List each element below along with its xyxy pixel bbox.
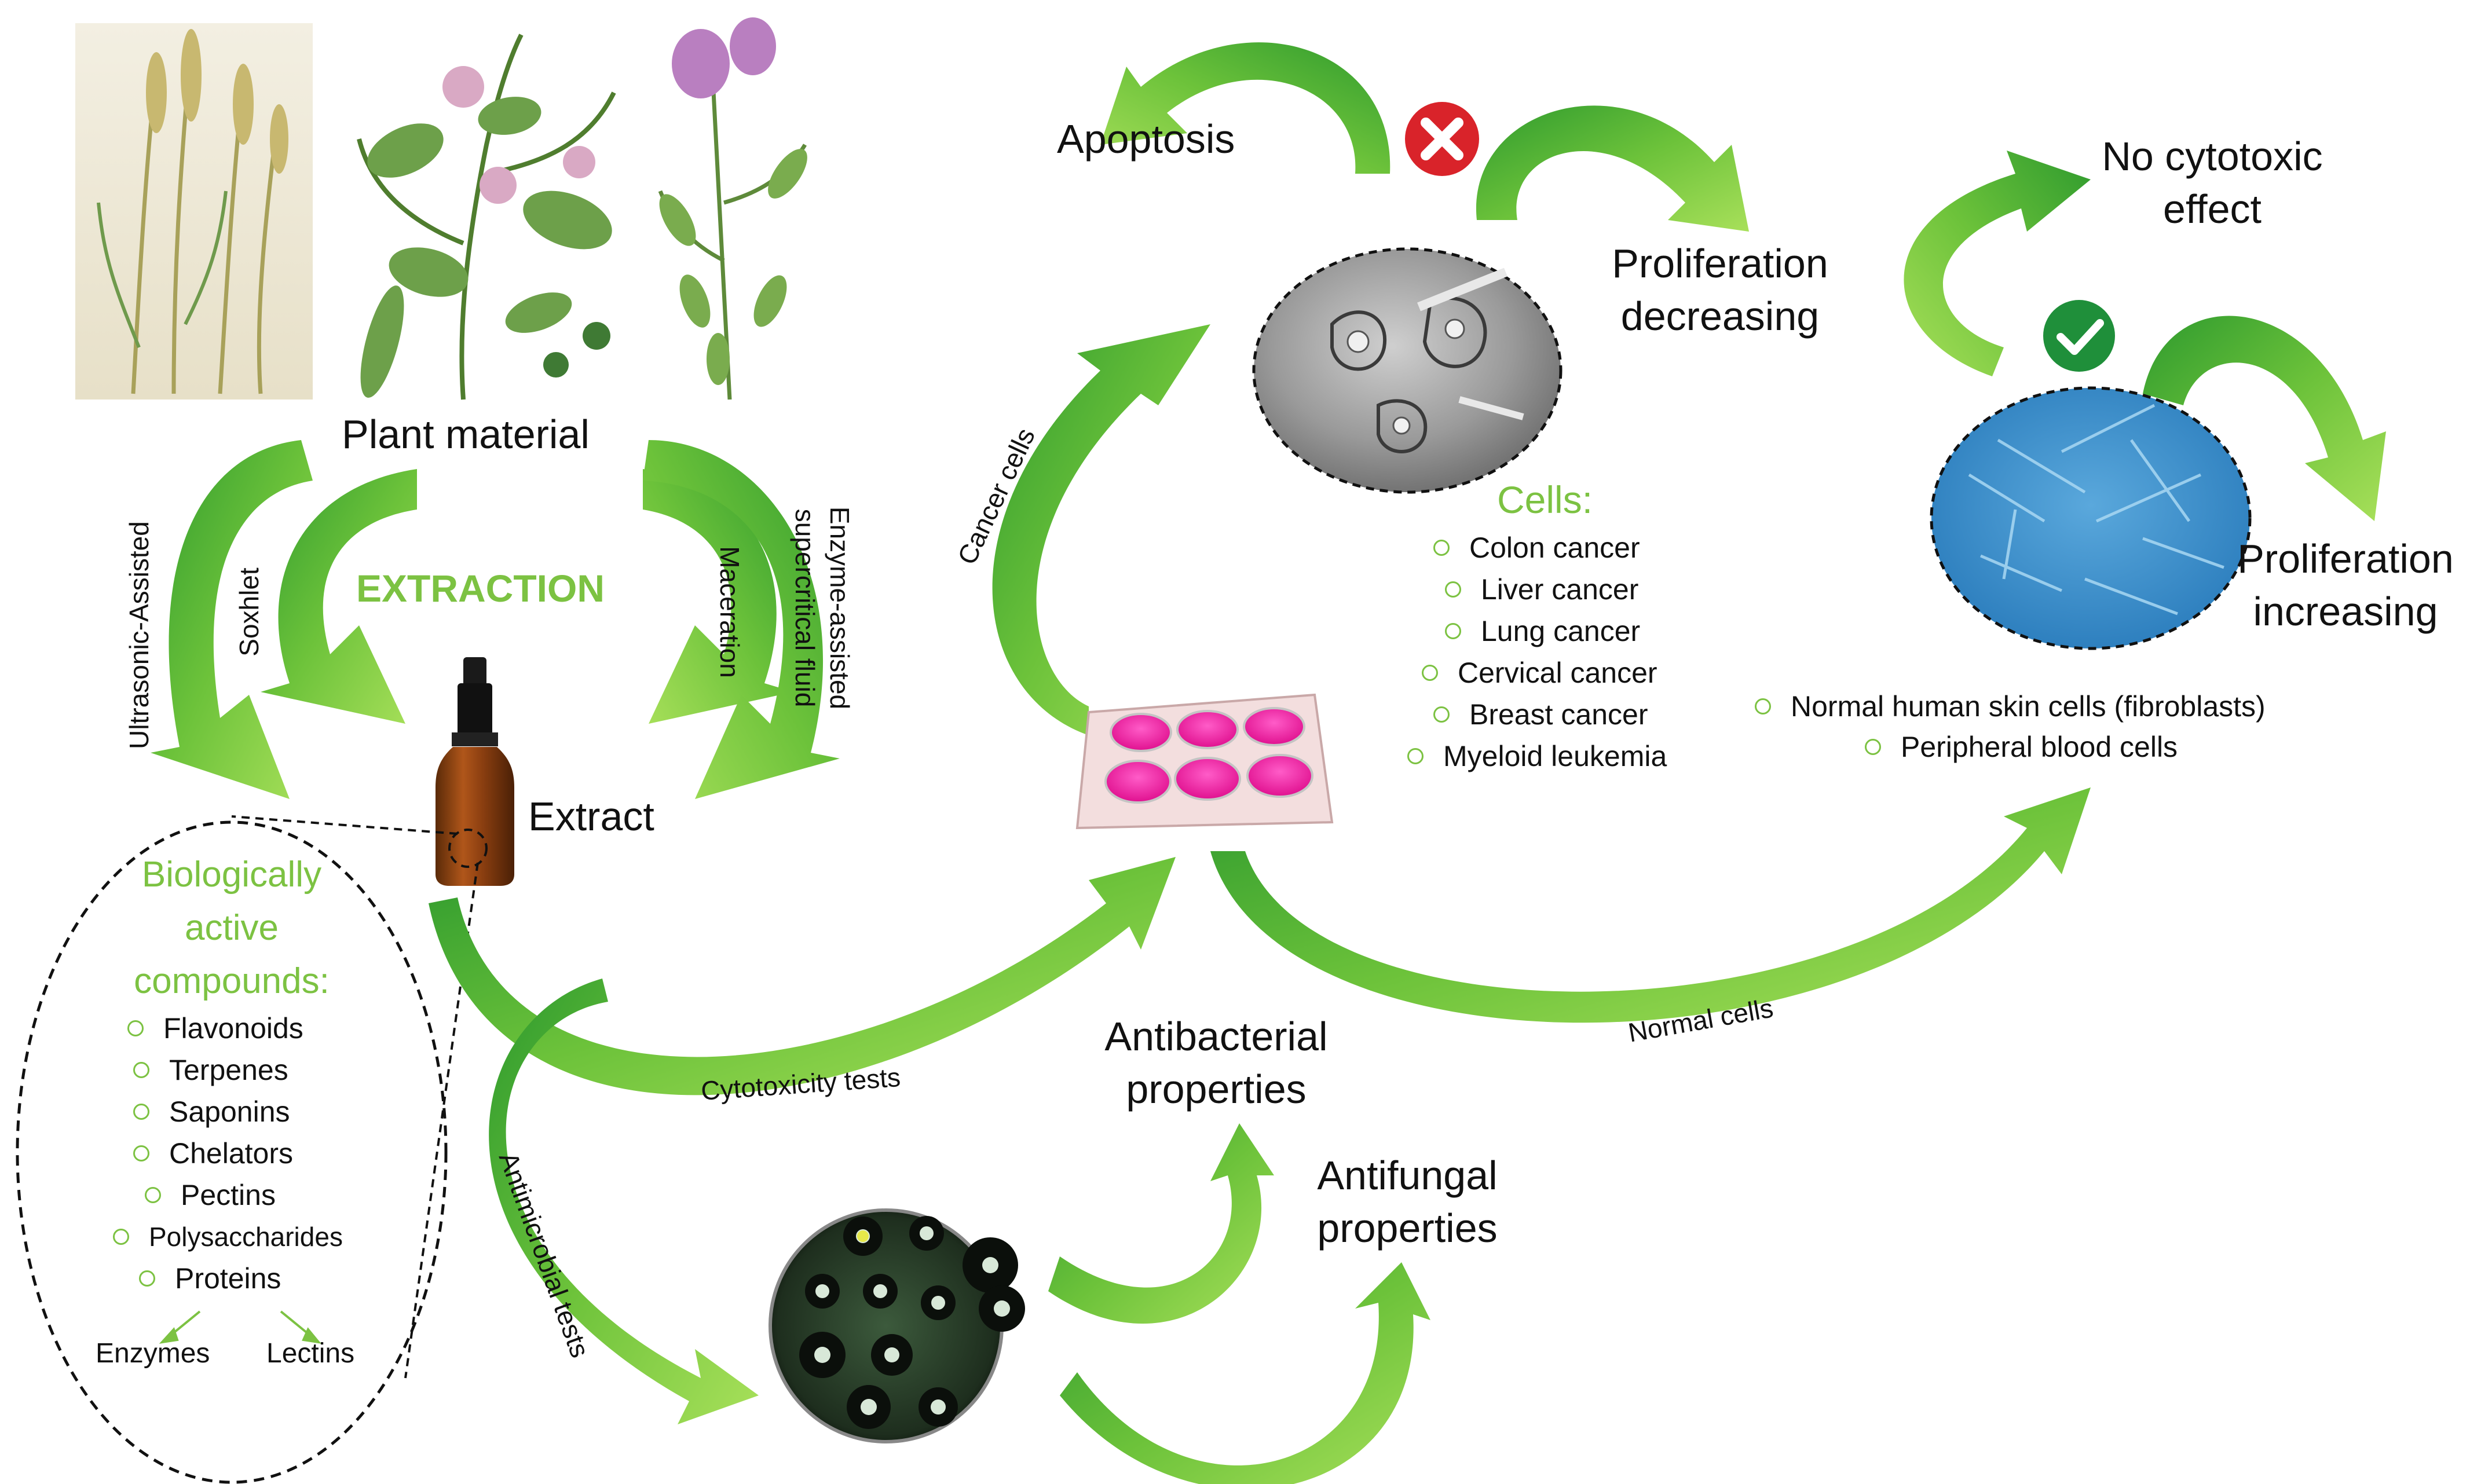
list-item: Terpenes <box>133 1049 363 1091</box>
antifungal-line1: Antifungal <box>1317 1153 1498 1198</box>
no-cytotoxic-label: No cytotoxic effect <box>2073 130 2351 236</box>
list-item: Saponins <box>133 1091 363 1133</box>
arrow-normal-cells <box>1210 787 2091 1023</box>
antibacterial-line1: Antibacterial <box>1104 1014 1328 1059</box>
lectins-label: Lectins <box>266 1338 355 1369</box>
proliferation-increasing-line1: Proliferation <box>2237 536 2454 581</box>
cells-title: Cells: <box>1497 478 1593 521</box>
ultrasonic-label: Ultrasonic-Assisted <box>124 521 154 749</box>
petri-dish-icon <box>769 1208 1025 1443</box>
cross-icon <box>1405 102 1479 176</box>
extraction-arrows <box>151 440 840 799</box>
proliferation-decreasing-line2: decreasing <box>1620 294 1820 339</box>
arrow-apoptosis <box>1100 42 1390 174</box>
list-item: Pectins <box>145 1174 375 1216</box>
fibroblast-micrograph <box>1930 386 2252 650</box>
compounds-ellipse <box>16 820 448 1484</box>
arrow-proliferation-increasing <box>2143 316 2386 521</box>
arrow-enzyme <box>643 440 840 799</box>
list-item: Myeloid leukemia <box>1407 735 1667 777</box>
compounds-title: Biologically active compounds: <box>93 848 371 1008</box>
list-item: Liver cancer <box>1445 569 1704 610</box>
arrow-soxhlet <box>261 469 417 724</box>
enzyme-label-line2: supercritical fluid <box>790 508 820 708</box>
list-item: Cervical cancer <box>1422 652 1681 694</box>
arrow-antibacterial <box>1048 1123 1274 1324</box>
cancer-cells-list: Colon cancer Liver cancer Lung cancer Ce… <box>1407 527 1667 777</box>
list-item: Normal human skin cells (fibroblasts) <box>1755 686 2266 727</box>
antibacterial-label: Antibacterial properties <box>1083 1010 1349 1116</box>
well-plate-icon <box>1075 693 1334 830</box>
protein-split-arrows <box>159 1310 321 1344</box>
arrow-maceration <box>643 469 793 724</box>
list-item: Lung cancer <box>1445 610 1704 652</box>
list-item: Flavonoids <box>127 1007 357 1049</box>
no-cytotoxic-line1: No cytotoxic <box>2102 134 2323 179</box>
arrow-antifungal <box>1060 1262 1430 1484</box>
arrow-no-cytotoxic <box>1904 151 2091 376</box>
plant-illustrations <box>75 12 817 405</box>
dropper-bottle-icon <box>436 657 514 886</box>
check-icon <box>2043 300 2115 372</box>
list-item: Colon cancer <box>1433 527 1693 569</box>
enzyme-label: Enzyme-assisted supercritical fluid <box>788 481 857 735</box>
compounds-list: Flavonoids Terpenes Saponins Chelators P… <box>113 1007 352 1299</box>
list-item: Proteins <box>139 1258 369 1299</box>
antifungal-label: Antifungal properties <box>1291 1149 1523 1255</box>
arrow-cytotoxicity <box>429 857 1176 1095</box>
soxhlet-label: Soxhlet <box>234 567 264 657</box>
proliferation-increasing-line2: increasing <box>2253 589 2438 634</box>
extraction-label: EXTRACTION <box>356 567 605 610</box>
compounds-title-line1: Biologically <box>141 855 322 895</box>
proliferation-decreasing-line1: Proliferation <box>1612 241 1828 286</box>
cancer-cells-micrograph <box>1252 247 1562 494</box>
arrow-ultrasonic <box>151 440 313 799</box>
antibacterial-line2: properties <box>1126 1067 1307 1112</box>
maceration-label: Maceration <box>715 546 745 678</box>
apoptosis-label: Apoptosis <box>1057 116 1235 162</box>
arrow-proliferation-decreasing <box>1476 105 1749 232</box>
antifungal-line2: properties <box>1317 1205 1498 1251</box>
proliferation-increasing-label: Proliferation increasing <box>2218 533 2473 638</box>
normal-cells-list: Normal human skin cells (fibroblasts) Pe… <box>1755 686 2266 767</box>
list-item: Peripheral blood cells <box>1865 727 2376 767</box>
compounds-title-line2: active <box>185 908 279 948</box>
extract-label: Extract <box>528 794 654 839</box>
list-item: Polysaccharides <box>113 1216 343 1258</box>
enzyme-label-line1: Enzyme-assisted <box>825 506 855 710</box>
proliferation-decreasing-label: Proliferation decreasing <box>1581 237 1859 343</box>
arrow-antimicrobial <box>489 979 759 1424</box>
plant-material-label: Plant material <box>342 412 590 457</box>
list-item: Breast cancer <box>1433 694 1693 735</box>
no-cytotoxic-line2: effect <box>2163 186 2262 232</box>
enzymes-label: Enzymes <box>96 1338 210 1369</box>
list-item: Chelators <box>133 1133 363 1174</box>
compounds-title-line3: compounds: <box>134 961 330 1001</box>
arrow-cancer-cells <box>992 324 1210 735</box>
